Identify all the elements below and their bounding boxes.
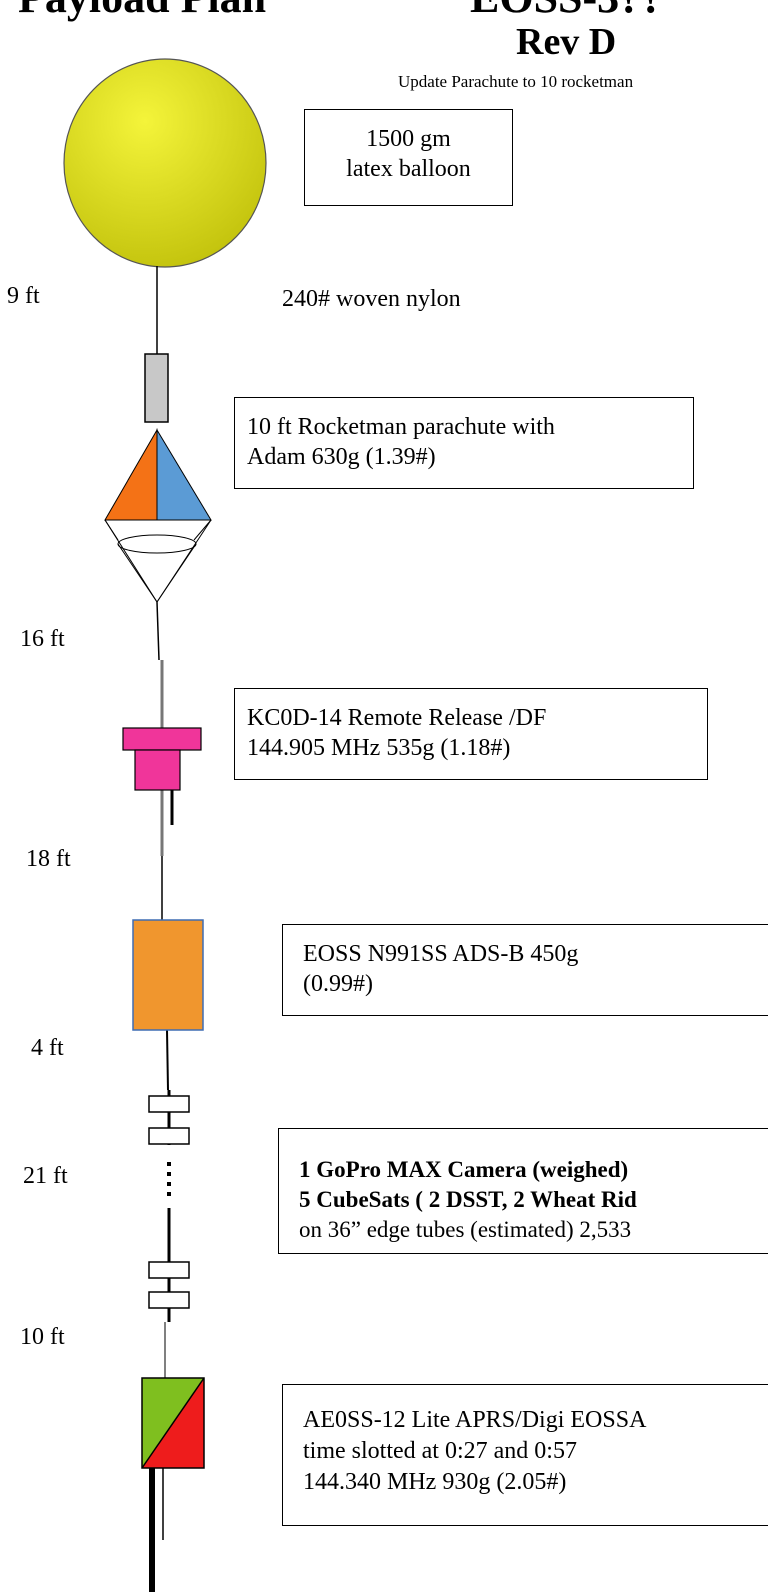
tether-line (156, 601, 160, 661)
distance-label: 9 ft (7, 283, 40, 309)
aprs-label-line: 144.340 MHz 930g (2.05#) (303, 1469, 567, 1496)
balloon-label-box: 1500 gm latex balloon (304, 109, 513, 206)
release-body (134, 749, 181, 791)
parachute-shroud-line (156, 543, 197, 603)
parachute-canopy-right (156, 428, 212, 521)
distance-label: 4 ft (31, 1035, 64, 1061)
parachute-ring (117, 534, 197, 554)
mission-title: EOSS-3?? (470, 0, 663, 23)
release-label-box: KC0D-14 Remote Release /DF 144.905 MHz 5… (234, 688, 708, 780)
cubesat-frame-top (148, 1095, 190, 1145)
tether-note: 240# woven nylon (282, 286, 461, 312)
camera-label-box: 1 GoPro MAX Camera (weighed) 5 CubeSats … (278, 1128, 768, 1254)
release-top (122, 727, 202, 751)
balloon-label-line: 1500 gm (366, 126, 451, 152)
parachute-label-line: 10 ft Rocketman parachute with (247, 414, 555, 440)
update-note: Update Parachute to 10 rocketman (398, 72, 634, 91)
adsb-label-line: EOSS N991SS ADS-B 450g (303, 941, 579, 967)
release-label-line: KC0D-14 Remote Release /DF (247, 705, 547, 731)
camera-label-line: on 36” edge tubes (estimated) 2,533 (299, 1216, 632, 1242)
adsb-label-line: (0.99#) (303, 971, 373, 997)
aprs-label-box: AE0SS-12 Lite APRS/Digi EOSSA time slott… (282, 1384, 768, 1526)
parachute-shroud-line (117, 543, 158, 603)
parachute-label-line: Adam 630g (1.39#) (247, 444, 436, 470)
revision-label: Rev D (516, 21, 617, 63)
page-title: Payload Plan (18, 0, 266, 23)
parachute-canopy-left (104, 428, 158, 521)
tether-line (166, 1029, 169, 1091)
distance-label: 16 ft (20, 626, 65, 652)
balloon-label-line: latex balloon (346, 156, 471, 182)
aprs-label-line: AE0SS-12 Lite APRS/Digi EOSSA (303, 1407, 647, 1433)
distance-label: 18 ft (26, 846, 71, 872)
aprs-label-line: time slotted at 0:27 and 0:57 (303, 1438, 577, 1465)
parachute-shroud-line (193, 519, 212, 541)
aprs-box-outline (141, 1377, 205, 1469)
adsb-label-box: EOSS N991SS ADS-B 450g (0.99#) (282, 924, 768, 1016)
adsb-box (132, 919, 204, 1031)
distance-label: 10 ft (20, 1324, 65, 1350)
distance-label: 21 ft (23, 1163, 68, 1189)
release-label-line: 144.905 MHz 535g (1.18#) (247, 735, 511, 761)
parachute-label-box: 10 ft Rocketman parachute with Adam 630g… (234, 397, 694, 489)
cubesat-frame-bottom (148, 1261, 190, 1309)
camera-label-line: 1 GoPro MAX Camera (weighed) (299, 1157, 629, 1182)
parachute-shroud-line (104, 519, 119, 541)
aprs-box-diagonal (141, 1377, 205, 1469)
swivel-connector (144, 353, 169, 423)
camera-label-line: 5 CubeSats ( 2 DSST, 2 Wheat Rid (299, 1186, 637, 1212)
balloon-shape (63, 58, 267, 268)
